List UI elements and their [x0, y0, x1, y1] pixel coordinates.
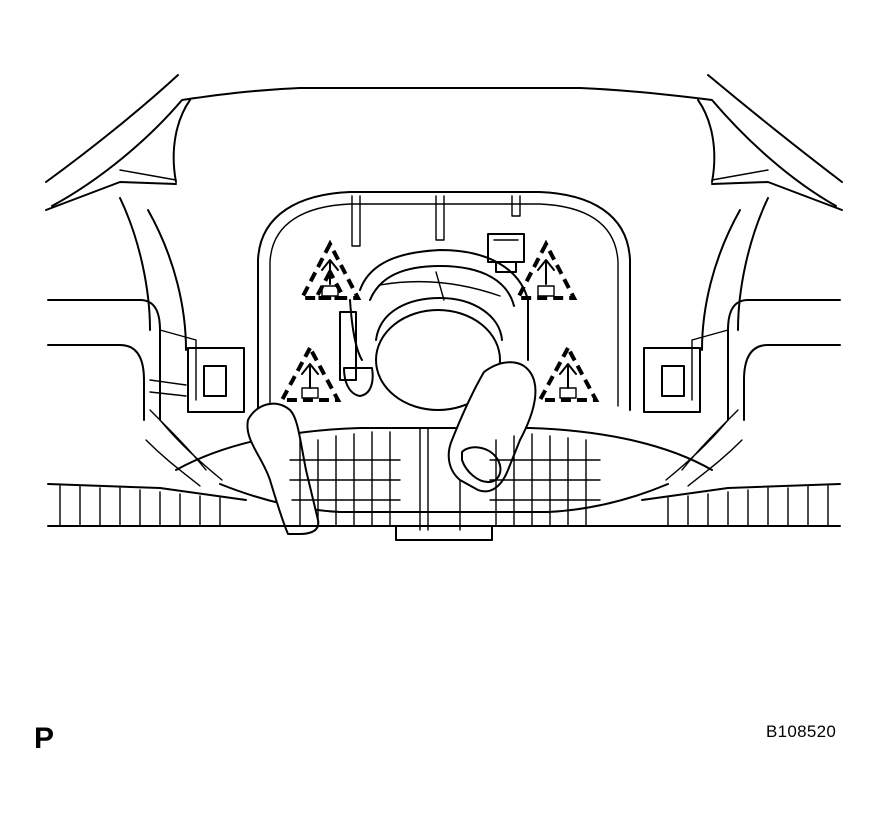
view-label: P: [34, 722, 55, 755]
switch-lever-right: [447, 361, 537, 493]
left-side-panel: [47, 197, 261, 527]
lower-cover-ribs: [159, 431, 729, 541]
clip-marker: [312, 267, 348, 300]
clip-marker: [536, 343, 600, 402]
figure-code: B108520: [766, 722, 837, 741]
combination-switch-body: [375, 297, 503, 411]
switch-lever-left: [246, 402, 320, 535]
connector-upper-right: [487, 233, 525, 273]
clip-marker: [278, 343, 342, 402]
wire-harness: [339, 249, 529, 397]
upper-column-cover: [175, 191, 713, 531]
right-side-panel: [627, 197, 841, 527]
instrument-panel-outline: [45, 74, 843, 211]
clip-marker: [514, 239, 578, 300]
